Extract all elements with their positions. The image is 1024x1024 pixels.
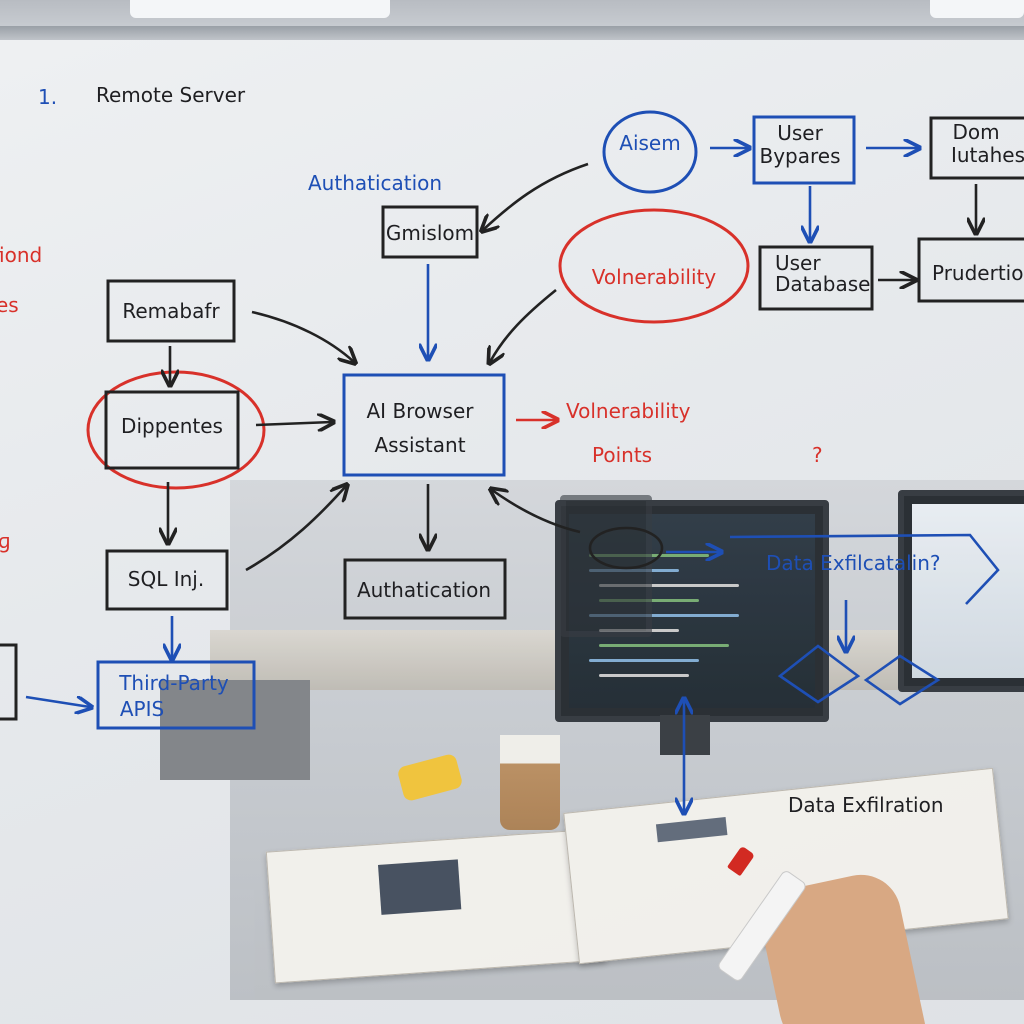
label-authentication-top: Authatication bbox=[308, 171, 442, 195]
node-third-party-apis-line1: Third-Party bbox=[118, 671, 229, 695]
node-aisem-label: Aisem bbox=[619, 131, 680, 155]
node-user-database-line1: User bbox=[775, 251, 821, 275]
node-ai-browser-assistant-line1: AI Browser bbox=[367, 399, 475, 423]
label-data-exfiltration-note: Data Exfilration bbox=[788, 793, 944, 817]
node-user-bypass bbox=[752, 115, 856, 185]
diamond-right bbox=[863, 654, 941, 706]
question-mark: ? bbox=[812, 443, 823, 467]
node-dom-line1: Dom bbox=[952, 120, 999, 144]
node-prudertion-label: Prudertion bbox=[932, 261, 1024, 285]
node-dippentes-label: Dippentes bbox=[121, 414, 223, 438]
edge-text-1: fiond bbox=[0, 243, 42, 267]
arrow-remabafr-to-assistant bbox=[251, 310, 354, 362]
node-user-bypass-line2: Bypares bbox=[759, 144, 840, 168]
diamond-left bbox=[777, 644, 861, 704]
edge-text-3: ɡ bbox=[0, 529, 11, 553]
node-prudertion bbox=[917, 237, 1024, 303]
arrow-vuln-to-assistant bbox=[490, 288, 557, 362]
arrow-dippentes-to-assistant bbox=[255, 422, 332, 425]
node-authentication-bottom bbox=[343, 558, 507, 620]
heading-number: 1. bbox=[38, 85, 57, 109]
label-vulnerability-points-line1: Volnerability bbox=[566, 399, 691, 423]
arrow-ellipse-to-assistant bbox=[492, 490, 581, 534]
monitor-right bbox=[898, 490, 1024, 692]
printer bbox=[160, 680, 310, 780]
arrow-sql-to-assistant bbox=[245, 486, 346, 572]
node-dippentes bbox=[104, 390, 240, 470]
ceiling-light bbox=[930, 0, 1024, 18]
node-ai-browser-assistant bbox=[342, 373, 506, 477]
node-user-database-line2: Database bbox=[775, 272, 870, 296]
node-gmislom-label: Gmislom bbox=[386, 221, 474, 245]
node-remabafr bbox=[106, 279, 236, 343]
node-user-database bbox=[758, 245, 874, 311]
arrow-data-exfil-outline bbox=[729, 533, 1000, 605]
whiteboard-frame bbox=[0, 26, 1024, 42]
node-edge-partial bbox=[0, 643, 18, 721]
node-third-party-apis-line2: APIS bbox=[120, 697, 164, 721]
node-small-ellipse bbox=[588, 526, 664, 570]
node-user-bypass-line1: User bbox=[777, 121, 823, 145]
label-data-exfil-arrow: Data Exfilcatalin? bbox=[766, 551, 941, 575]
arrow-edge-to-thirdparty bbox=[25, 695, 90, 707]
edge-text-2: es bbox=[0, 293, 19, 317]
node-aisem bbox=[602, 110, 698, 194]
heading-remote-server: Remote Server bbox=[96, 83, 246, 107]
node-vulnerability-label: Volnerability bbox=[592, 265, 717, 289]
node-sql-injection-label: SQL Inj. bbox=[128, 567, 204, 591]
node-sql-injection bbox=[105, 549, 229, 611]
node-ai-browser-assistant-line2: Assistant bbox=[374, 433, 465, 457]
node-dom bbox=[929, 116, 1024, 180]
ceiling-light bbox=[130, 0, 390, 18]
node-authentication-bottom-label: Authatication bbox=[357, 578, 491, 602]
node-third-party-apis bbox=[96, 660, 256, 730]
arrow-aisem-to-gmislom bbox=[483, 162, 589, 230]
node-vulnerability bbox=[558, 208, 750, 324]
node-dom-line2: Iutahes bbox=[951, 143, 1024, 167]
node-remabafr-label: Remabafr bbox=[122, 299, 220, 323]
coffee-cup bbox=[500, 735, 560, 830]
node-gmislom bbox=[381, 205, 479, 259]
label-vulnerability-points-line2: Points bbox=[592, 443, 652, 467]
